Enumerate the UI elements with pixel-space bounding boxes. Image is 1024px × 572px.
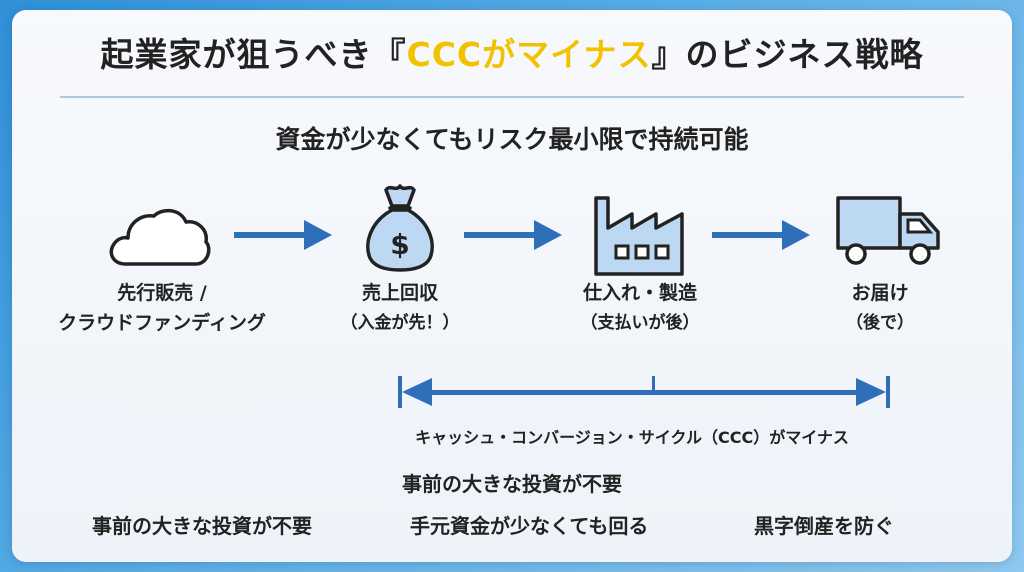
- money-bag-icon: $: [366, 184, 434, 272]
- step-4-line2: （後で）: [846, 313, 914, 333]
- title-highlight: CCCがマイナス: [406, 35, 652, 74]
- step-label-delivery: お届け （後で）: [800, 278, 960, 338]
- ccc-range-arrow: [398, 376, 890, 408]
- title-divider: [60, 96, 964, 98]
- flow-arrow-3: [712, 220, 810, 250]
- benefit-1: 事前の大きな投資が不要: [92, 514, 312, 538]
- page-title: 起業家が狙うべき『CCCがマイナス』のビジネス戦略: [12, 28, 1012, 76]
- svg-text:$: $: [390, 228, 409, 261]
- content-card: 起業家が狙うべき『CCCがマイナス』のビジネス戦略 資金が少なくてもリスク最小限…: [12, 10, 1012, 562]
- subtitle: 資金が少なくてもリスク最小限で持続可能: [275, 125, 749, 154]
- ccc-label: キャッシュ・コンバージョン・サイクル（CCC）がマイナス: [415, 428, 849, 447]
- benefit-3: 黒字倒産を防ぐ: [754, 514, 894, 538]
- factory-icon: [594, 196, 684, 276]
- flow-arrow-1: [234, 220, 332, 250]
- step-2-line1: 売上回収: [361, 282, 438, 304]
- cloud-icon: [109, 208, 211, 266]
- title-after: 』のビジネス戦略: [651, 35, 924, 74]
- step-2-line2: （入金が先！）: [340, 313, 460, 333]
- benefits-row: 事前の大きな投資が不要 手元資金が少なくても回る 黒字倒産を防ぐ: [12, 510, 1012, 540]
- step-3-line2: （支払いが後）: [580, 313, 700, 333]
- step-label-production: 仕入れ・製造 （支払いが後）: [550, 278, 730, 338]
- step-1-line1: 先行販売 /: [117, 282, 207, 304]
- step-label-collection: 売上回収 （入金が先！）: [310, 278, 490, 338]
- flow-arrow-2: [464, 220, 562, 250]
- step-4-line1: お届け: [851, 282, 909, 304]
- benefit-heading: 事前の大きな投資が不要: [402, 472, 622, 496]
- step-1-line2: クラウドファンディング: [58, 312, 266, 334]
- step-label-presale: 先行販売 / クラウドファンディング: [32, 278, 292, 338]
- truck-icon: [836, 196, 940, 265]
- step-3-line1: 仕入れ・製造: [582, 282, 697, 304]
- benefit-2: 手元資金が少なくても回る: [410, 514, 649, 538]
- title-before: 起業家が狙うべき『: [100, 35, 407, 74]
